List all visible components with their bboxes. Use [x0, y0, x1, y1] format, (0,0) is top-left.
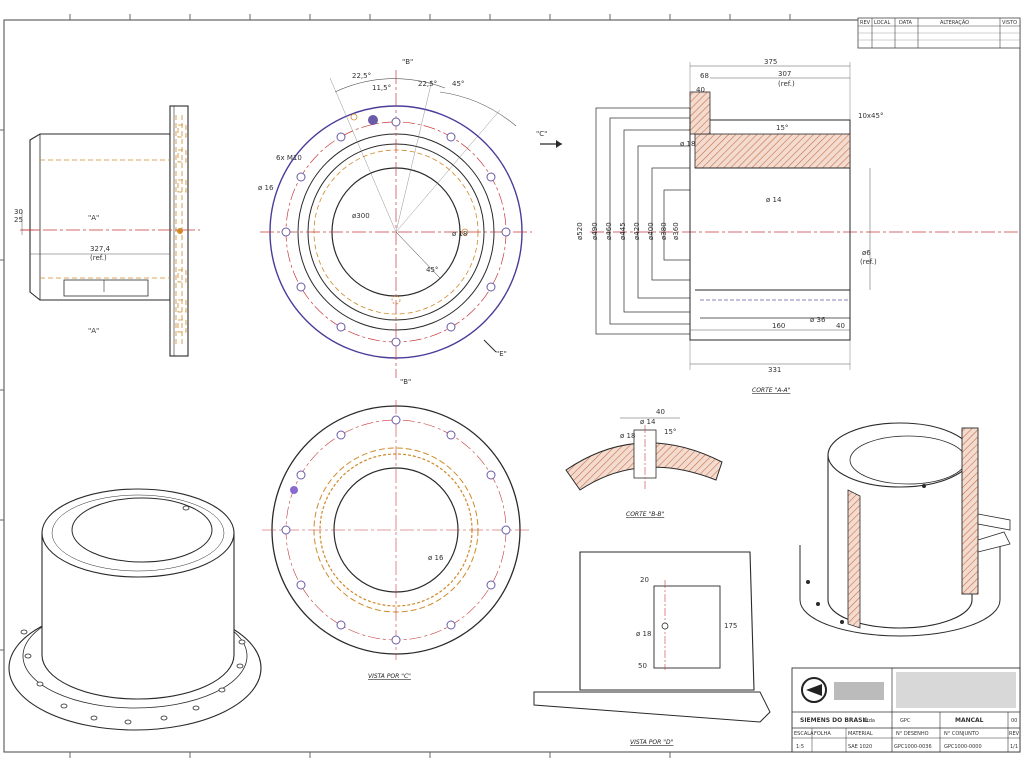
- note-view-c: ø 16: [428, 554, 444, 562]
- label-drawing-number: N° DESENHO: [896, 731, 929, 737]
- marker-a-top: "A": [88, 214, 99, 222]
- dia-445: ø445: [619, 222, 627, 240]
- dim-length: 327,4: [90, 245, 111, 253]
- view-from-c: ø 16 VISTA POR "C": [262, 400, 530, 680]
- section-b-b: 40 15° ø 14 ø 18 CORTE "B-B": [565, 408, 723, 518]
- dim-d-top: 20: [640, 576, 649, 584]
- sheet-border: [0, 14, 1021, 758]
- dim-bottom-a: 160: [772, 322, 785, 330]
- value-assembly-number: GPC1000-0000: [944, 744, 982, 750]
- marker-b-top: "B": [402, 58, 413, 66]
- dim-25: 25: [14, 216, 23, 224]
- svg-text:"C": "C": [536, 130, 547, 138]
- revision-table: REV LOCAL DATA ALTERAÇÃO VISTO: [857, 17, 1021, 49]
- dim-slot-note: ø 36: [810, 316, 826, 324]
- dia-520: ø520: [576, 222, 584, 240]
- dia-460: ø460: [605, 222, 613, 240]
- dia-380: ø380: [660, 222, 668, 240]
- dim-bb-w: 40: [656, 408, 665, 416]
- dim-angle-top: 15°: [776, 124, 788, 132]
- dia-360: ø360: [672, 222, 680, 240]
- dim-30: 30: [14, 208, 23, 216]
- caption-view-c: VISTA POR "C": [368, 673, 411, 680]
- iso-cut-view-right: [799, 422, 1011, 637]
- dim-right-dia-tol: (ref.): [860, 258, 877, 266]
- rev-header-rev: REV: [860, 20, 871, 26]
- note-m10: 6x M10: [276, 154, 302, 162]
- marker-e: "E": [496, 350, 507, 358]
- value-escala: 1:5: [796, 744, 804, 750]
- dim-left-step: 68: [700, 72, 709, 80]
- side-view: 30 25 327,4 (ref.) "A" "A": [14, 105, 200, 357]
- dim-d-bottom: 50: [638, 662, 647, 670]
- caption-view-d: VISTA POR "D": [630, 739, 674, 746]
- dim-length-tol: (ref.): [90, 254, 107, 262]
- dim-hole-note: ø 14: [766, 196, 782, 204]
- dim-bb-angle: 15°: [664, 428, 676, 436]
- dim-total-width: 375: [764, 58, 777, 66]
- value-folha: 1/1: [1010, 744, 1018, 750]
- dia-400: ø400: [647, 222, 655, 240]
- angle-11: 11,5°: [372, 84, 391, 92]
- iso-view-left: [8, 488, 262, 731]
- label-rev: REV: [1009, 731, 1020, 737]
- value-material: SAE 1020: [848, 744, 872, 750]
- value-rev: 00: [1011, 718, 1017, 724]
- dim-bottom-total: 331: [768, 366, 781, 374]
- angle-22-left: 22,5°: [352, 72, 371, 80]
- title-block: SIEMENS DO BRASIL Ltda MANCAL GPC ESCALA…: [791, 667, 1021, 753]
- note-angle-45: 45°: [426, 266, 438, 274]
- dia-420: ø420: [633, 222, 641, 240]
- rev-header-local: LOCAL: [874, 20, 890, 26]
- company-logo-icon: [801, 677, 884, 703]
- view-from-d: 20 175 50 ø 18 VISTA POR "D": [533, 551, 771, 746]
- company-subtitle: Ltda: [864, 718, 875, 724]
- dim-bb-hole: ø 14: [640, 418, 656, 426]
- dim-d-hole: ø 18: [636, 630, 651, 638]
- section-a-a: 375 307 (ref.) 68 40 10x45° 15° ø 18 ø52…: [576, 58, 1020, 394]
- dim-bottom-b: 40: [836, 322, 845, 330]
- marker-a-bottom: "A": [88, 327, 99, 335]
- dim-sub-width: 307: [778, 70, 791, 78]
- company-name: SIEMENS DO BRASIL: [800, 717, 869, 724]
- diameter-labels: ø520 ø490 ø460 ø445 ø420 ø400 ø380 ø360: [576, 222, 680, 240]
- dim-chamfer: 10x45°: [858, 112, 883, 120]
- label-folha: FOLHA: [814, 731, 831, 737]
- angle-45: 45°: [452, 80, 464, 88]
- caption-section-aa: CORTE "A-A": [752, 387, 791, 394]
- flange-top-view: 22,5° 11,5° 22,5° 45° "B" "B" "E" 6x M10…: [258, 58, 532, 386]
- dim-right-dia: ø6: [862, 249, 871, 257]
- note-thru: ø 16: [258, 184, 274, 192]
- dim-left-small: 40: [696, 86, 705, 94]
- angle-22-right: 22,5°: [418, 80, 437, 88]
- dim-d-side: 175: [724, 622, 737, 630]
- note-dia-inner: ø300: [352, 212, 370, 220]
- note-hole: ø 18: [452, 230, 467, 238]
- view-c-arrow: "C": [536, 130, 562, 148]
- drawing-code: GPC: [900, 718, 911, 724]
- dia-490: ø490: [591, 222, 599, 240]
- caption-section-bb: CORTE "B-B": [626, 511, 664, 518]
- rev-header-visto: VISTO: [1002, 20, 1017, 26]
- label-escala: ESCALA: [794, 731, 814, 737]
- drawing-description: MANCAL: [955, 717, 984, 724]
- rev-header-data: DATA: [899, 20, 912, 26]
- rev-header-alteracao: ALTERAÇÃO: [940, 19, 969, 26]
- label-material: MATERIAL: [848, 731, 873, 737]
- dim-sub-width-tol: (ref.): [778, 80, 795, 88]
- value-drawing-number: GPC1000-0036: [894, 744, 932, 750]
- dim-left-hole: ø 18: [680, 140, 695, 148]
- dim-bb-thread: ø 18: [620, 432, 635, 440]
- marker-b-bottom: "B": [400, 378, 411, 386]
- label-assembly-number: N° CONJUNTO: [944, 731, 979, 737]
